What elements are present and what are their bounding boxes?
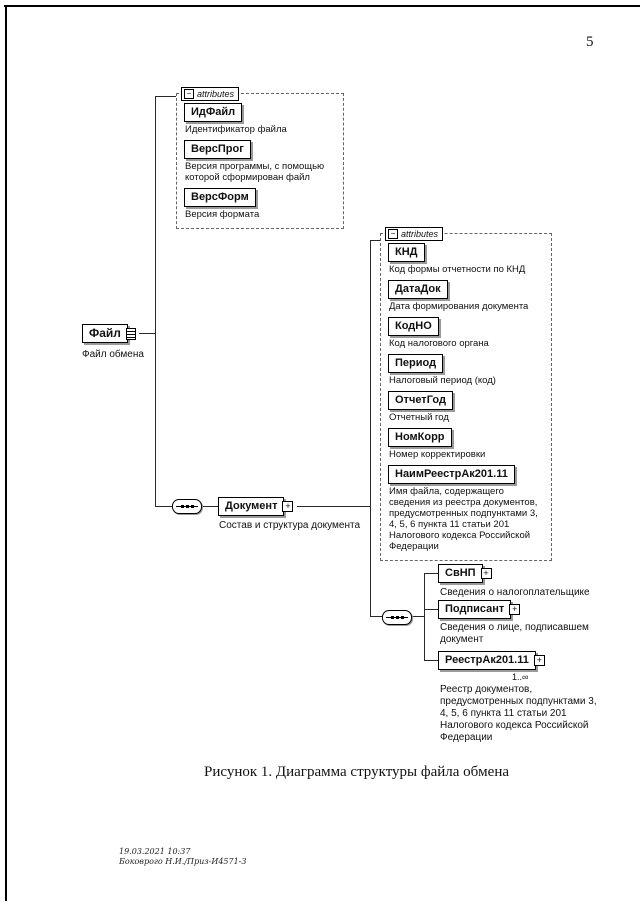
element-document: Документ + [218, 497, 294, 516]
element-svnp-label: СвНП [445, 567, 476, 579]
expand-icon: + [282, 500, 294, 512]
sequence-icon [382, 610, 412, 625]
element-file-annotation: Файл обмена [82, 349, 144, 360]
attribute-annotation: Код формы отчетности по КНД [389, 264, 526, 275]
attribute-annotation: Код налогового органа [389, 338, 489, 349]
element-reestrak-annotation: Реестр документов, предусмотренных подпу… [440, 684, 597, 743]
attribute-annotation: Идентификатор файла [185, 124, 287, 135]
connector-line [370, 240, 371, 617]
attribute-box-knd: КНД [388, 243, 425, 262]
attribute-item: КодНО Код налогового органа [388, 316, 545, 349]
attribute-box-naimreestrak: НаимРеестрАк201.11 [388, 465, 515, 484]
element-podpisant-annotation: Сведения о лице, подписавшем документ [440, 622, 589, 645]
expand-icon: + [480, 567, 492, 579]
attribute-annotation: Дата формирования документа [389, 301, 529, 312]
figure-caption: Рисунок 1. Диаграмма структуры файла обм… [204, 764, 510, 780]
connector-line [297, 506, 370, 507]
element-reestrak: РеестрАк201.11 + [438, 651, 545, 670]
attributes-tab: − attributes [385, 227, 444, 241]
element-podpisant-label: Подписант [445, 603, 505, 615]
connector-line [412, 616, 424, 617]
attribute-item: КНД Код формы отчетности по КНД [388, 242, 545, 275]
expand-icon: + [509, 603, 521, 615]
connector-line [424, 660, 438, 661]
print-stamp-author: Боковрого Н.И./Приз-И4571-3 [119, 857, 247, 866]
collapse-icon: − [388, 229, 398, 239]
connector-line [155, 96, 156, 507]
sequence-dots [383, 616, 411, 619]
attribute-box-datadok: ДатаДок [388, 280, 448, 299]
attribute-annotation: Отчетный год [389, 412, 449, 423]
element-svnp: СвНП + [438, 564, 492, 583]
element-svnp-annotation: Сведения о налогоплательщике [440, 587, 590, 598]
connector-line [424, 573, 425, 661]
attribute-annotation: Версия формата [185, 209, 260, 220]
attribute-annotation: Имя файла, содержащего сведения из реест… [389, 486, 538, 552]
attribute-annotation: Налоговый период (код) [389, 375, 496, 386]
page-number: 5 [586, 34, 594, 50]
attribute-item: НаимРеестрАк201.11 Имя файла, содержащег… [388, 464, 545, 552]
connector-line [370, 616, 382, 617]
element-podpisant: Подписант + [438, 600, 521, 619]
element-reestrak-label: РеестрАк201.11 [445, 654, 529, 666]
attributes-label: attributes [401, 229, 439, 239]
attribute-box-otchetgod: ОтчетГод [388, 391, 453, 410]
attribute-item: ДатаДок Дата формирования документа [388, 279, 545, 312]
attribute-item: Период Налоговый период (код) [388, 353, 545, 386]
attribute-annotation: Номер корректировки [389, 449, 486, 460]
attribute-box-versform: ВерсФорм [184, 188, 256, 207]
attribute-item: ВерсФорм Версия формата [184, 187, 337, 220]
content-model-icon [125, 327, 136, 340]
attribute-item: НомКорр Номер корректировки [388, 427, 545, 460]
attribute-item: ОтчетГод Отчетный год [388, 390, 545, 423]
connector-line [424, 609, 438, 610]
attribute-box-period: Период [388, 354, 444, 373]
connector-line [139, 333, 155, 334]
multiplicity-label: 1..∞ [512, 672, 529, 682]
connector-line [424, 573, 438, 574]
connector-line [155, 506, 172, 507]
file-attributes-group: ИдФайл Идентификатор файла ВерсПрог Верс… [176, 93, 344, 229]
scan-border-left [5, 5, 7, 901]
attributes-tab: − attributes [181, 87, 240, 101]
attribute-box-kodno: КодНО [388, 317, 439, 336]
attributes-label: attributes [197, 89, 235, 99]
element-document-annotation: Состав и структура документа [219, 520, 361, 531]
attribute-box-nomkorr: НомКорр [388, 428, 452, 447]
collapse-icon: − [184, 89, 194, 99]
print-stamp: 19.03.2021 10:37 Боковрого Н.И./Приз-И45… [119, 847, 246, 867]
attribute-box-idfile: ИдФайл [184, 103, 243, 122]
print-stamp-date: 19.03.2021 10:37 [119, 847, 191, 856]
sequence-dots [173, 505, 201, 508]
scan-border-top [4, 5, 640, 7]
attribute-box-versprog: ВерсПрог [184, 140, 251, 159]
attribute-item: ИдФайл Идентификатор файла [184, 102, 337, 135]
connector-line [202, 506, 218, 507]
document-attributes-group: КНД Код формы отчетности по КНД ДатаДок … [380, 233, 552, 561]
connector-line [370, 240, 380, 241]
attribute-item: ВерсПрог Версия программы, с помощью кот… [184, 139, 337, 183]
sequence-icon [172, 499, 202, 514]
element-file: Файл [82, 324, 136, 343]
connector-line [155, 96, 176, 97]
element-document-label: Документ [225, 500, 278, 512]
expand-icon: + [533, 654, 545, 666]
attribute-annotation: Версия программы, с помощью которой сфор… [185, 161, 325, 183]
element-file-label: Файл [89, 326, 121, 340]
